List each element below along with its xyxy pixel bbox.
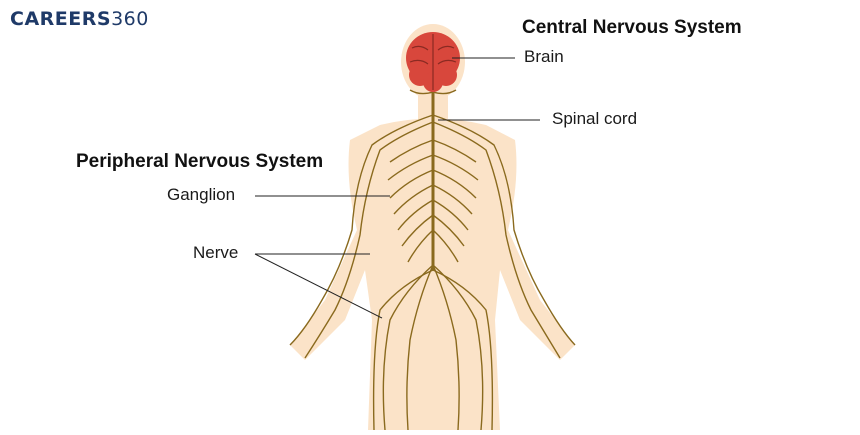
logo-text-bold: CAREERS — [10, 8, 112, 30]
nerve-label: Nerve — [193, 243, 239, 262]
nerve-leader-line-lower — [254, 253, 383, 319]
leader-lines — [254, 57, 540, 319]
careers360-logo: CAREERS360 — [10, 8, 149, 30]
brain-folds — [409, 34, 457, 90]
central-nervous-system-heading: Central Nervous System — [522, 17, 742, 38]
peripheral-nervous-system-heading: Peripheral Nervous System — [76, 151, 324, 172]
ganglion-label: Ganglion — [167, 185, 236, 204]
logo-text-number: 360 — [111, 8, 149, 30]
spinal-cord-label: Spinal cord — [552, 109, 638, 128]
brain-label: Brain — [524, 47, 564, 66]
nerve-network — [289, 85, 576, 431]
